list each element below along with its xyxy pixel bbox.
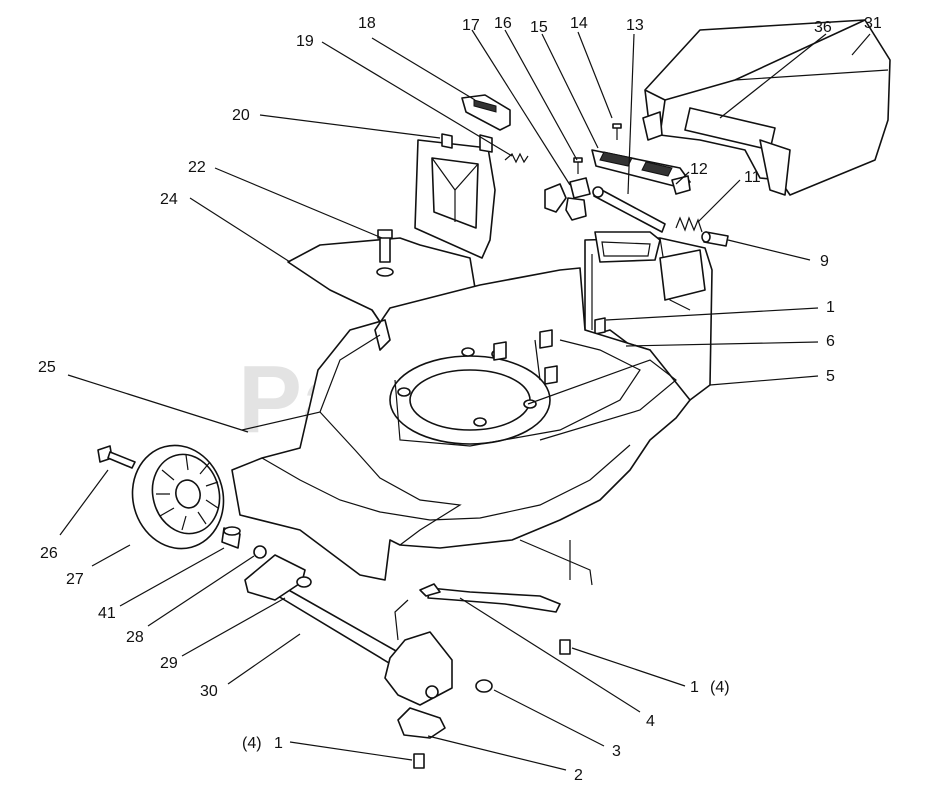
axle-part — [244, 554, 453, 706]
plate-2 — [397, 707, 446, 739]
callout-26: 26 — [40, 545, 58, 562]
callout-30: 30 — [200, 683, 218, 700]
callout-4: 4 — [646, 713, 655, 730]
latch-part — [461, 94, 511, 131]
pin-part — [701, 231, 729, 247]
callout-16: 16 — [494, 15, 512, 32]
screw-16 — [573, 157, 583, 174]
height-bar-part — [419, 539, 593, 613]
callout-1-bottom: 1 — [274, 735, 283, 752]
callout-3: 3 — [612, 743, 621, 760]
callout-1-mid: 1 — [690, 679, 699, 696]
callout-41: 41 — [98, 605, 116, 622]
callout-20: 20 — [232, 107, 250, 124]
washer-28 — [253, 545, 267, 559]
callout-36: 36 — [814, 19, 832, 36]
callout-12: 12 — [690, 161, 708, 178]
callout-14: 14 — [570, 15, 588, 32]
callout-13: 13 — [626, 17, 644, 34]
callout-27: 27 — [66, 571, 84, 588]
callout-29: 29 — [160, 655, 178, 672]
bushing-29 — [296, 576, 312, 588]
screw-1-mid — [559, 639, 571, 655]
spring-part — [504, 152, 529, 164]
hinge-bracket-part — [544, 183, 587, 221]
knob-part — [569, 177, 591, 199]
callout-17: 17 — [462, 17, 480, 34]
callout-1-mid-qty: (4) — [710, 679, 730, 696]
callout-9: 9 — [820, 253, 829, 270]
wheel-part — [131, 444, 225, 550]
callout-11: 11 — [744, 169, 761, 186]
chute-frame-part — [414, 133, 496, 259]
callout-22: 22 — [188, 159, 206, 176]
callout-1-bottom-qty: (4) — [242, 735, 262, 752]
torsion-spring-part — [675, 216, 703, 233]
mower-deck-part — [231, 267, 691, 581]
hinge-rod-part — [592, 186, 666, 233]
callout-2: 2 — [574, 767, 583, 784]
callout-1-top: 1 — [826, 299, 835, 316]
nut-3 — [475, 679, 493, 693]
callout-31: 31 — [864, 15, 882, 32]
screw-14 — [612, 123, 622, 140]
spacer-41 — [221, 526, 241, 549]
rear-door-part — [642, 19, 891, 196]
callout-24: 24 — [160, 191, 178, 208]
callout-5: 5 — [826, 368, 835, 385]
callout-labels: 18 17 16 15 14 13 36 31 19 20 22 24 12 1… — [38, 15, 882, 784]
callout-28: 28 — [126, 629, 144, 646]
screw-1-lower — [413, 753, 425, 769]
callout-15: 15 — [530, 19, 548, 36]
wheel-bolt-part — [97, 445, 136, 469]
callout-19: 19 — [296, 33, 314, 50]
leader-lines — [59, 29, 871, 771]
callout-6: 6 — [826, 333, 835, 350]
callout-25: 25 — [38, 359, 56, 376]
callout-18: 18 — [358, 15, 376, 32]
